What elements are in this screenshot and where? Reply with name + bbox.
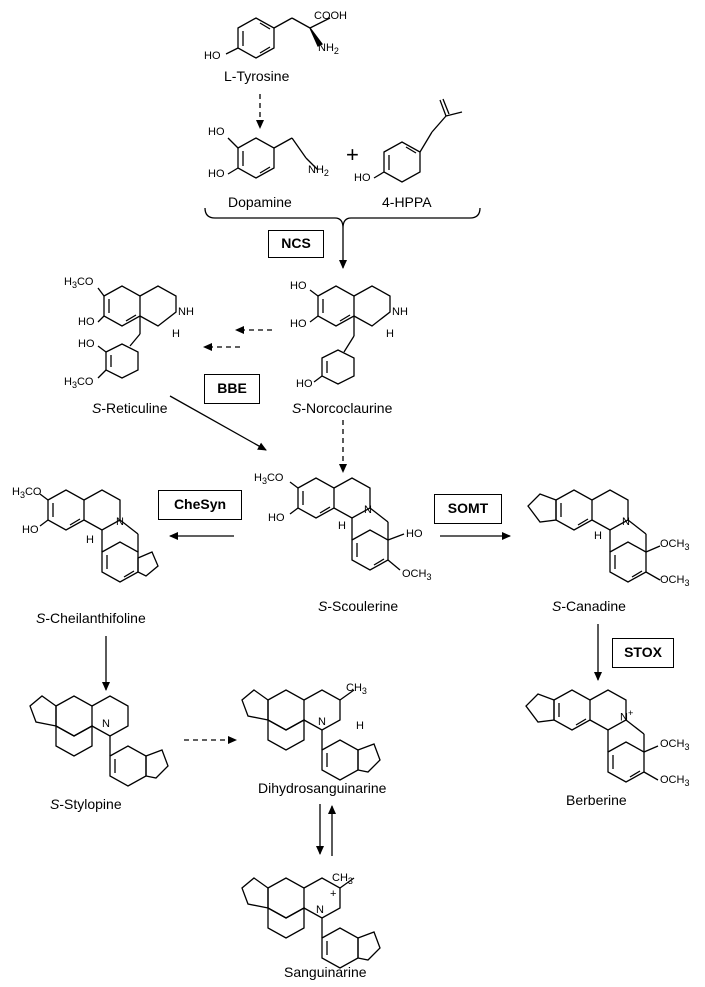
ho-label: HO [208, 126, 225, 138]
plus-sign: + [330, 888, 337, 900]
stylopine-structure [29, 695, 169, 787]
h-label: H [338, 520, 346, 532]
h3co-label: H3CO [64, 376, 94, 391]
ch3-label: CH3 [332, 872, 353, 887]
ho-label: HO [208, 168, 225, 180]
h3co-label: H3CO [12, 486, 42, 501]
h3co-label: H3CO [254, 472, 284, 487]
ho-label: HO [78, 316, 95, 328]
ho-label: HO [78, 338, 95, 350]
enzyme-bbe: BBE [204, 374, 260, 404]
nh2-label: NH2 [308, 164, 329, 179]
dihydrosanguinarine-structure [241, 689, 381, 781]
enzyme-ncs: NCS [268, 230, 324, 258]
ho-label: HO [290, 318, 307, 330]
reticuline-structure [97, 285, 177, 379]
dopamine-label: Dopamine [228, 194, 292, 210]
n-label: N [364, 504, 372, 516]
tyrosine-label: L-Tyrosine [224, 68, 290, 84]
och3-label: OCH3 [402, 568, 432, 583]
scoulerine-structure [289, 477, 405, 571]
sanguinarine-label: Sanguinarine [284, 964, 367, 980]
cheilanthifoline-structure [39, 489, 159, 583]
berberine-structure [525, 689, 659, 783]
n-label: N [116, 516, 124, 528]
n-label: N [102, 718, 110, 730]
ho-label: HO [406, 528, 423, 540]
n-label: N [316, 904, 324, 916]
och3-label: OCH3 [660, 774, 690, 789]
n-label: N+ [620, 708, 634, 724]
nh2-label: NH2 [318, 42, 339, 57]
och3-label: OCH3 [660, 538, 690, 553]
ho-label: HO [268, 512, 285, 524]
plus-sign: + [346, 142, 359, 167]
dihydrosanguinarine-label: Dihydrosanguinarine [258, 780, 387, 796]
ho-label: HO [22, 524, 39, 536]
canadine-structure [527, 489, 661, 583]
ch3-label: CH3 [346, 682, 367, 697]
canadine-label: S-Canadine [552, 598, 626, 614]
nh-label: NH [392, 306, 408, 318]
scoulerine-label: S-Scoulerine [318, 598, 399, 614]
enzyme-somt: SOMT [434, 494, 502, 524]
sanguinarine-structure [241, 877, 381, 969]
h-label: H [356, 720, 364, 732]
norcoclaurine-structure [309, 285, 391, 385]
cooh-label: COOH [314, 10, 347, 22]
n-label: N [622, 516, 630, 528]
ho-label: HO [204, 50, 221, 62]
enzyme-stox: STOX [612, 638, 674, 668]
hppa-label: 4-HPPA [382, 194, 432, 210]
h-label: H [172, 328, 180, 340]
h-label: H [86, 534, 94, 546]
norcoclaurine-label: S-Norcoclaurine [292, 400, 393, 416]
ho-label: HO [296, 378, 313, 390]
dopamine-structure [227, 137, 319, 179]
h-label: H [594, 530, 602, 542]
och3-label: OCH3 [660, 574, 690, 589]
h3co-label: H3CO [64, 276, 94, 291]
berberine-label: Berberine [566, 792, 627, 808]
och3-label: OCH3 [660, 738, 690, 753]
reticuline-label: S-Reticuline [92, 400, 168, 416]
nh-label: NH [178, 306, 194, 318]
enzyme-chesyn: CheSyn [158, 490, 242, 520]
cheilanthifoline-label: S-Cheilanthifoline [36, 610, 146, 626]
h-label: H [386, 328, 394, 340]
n-label: N [318, 716, 326, 728]
hppa-structure [373, 98, 463, 183]
ho-label: HO [354, 172, 371, 184]
stylopine-label: S-Stylopine [50, 796, 122, 812]
ho-label: HO [290, 280, 307, 292]
tyrosine-structure [225, 17, 331, 59]
